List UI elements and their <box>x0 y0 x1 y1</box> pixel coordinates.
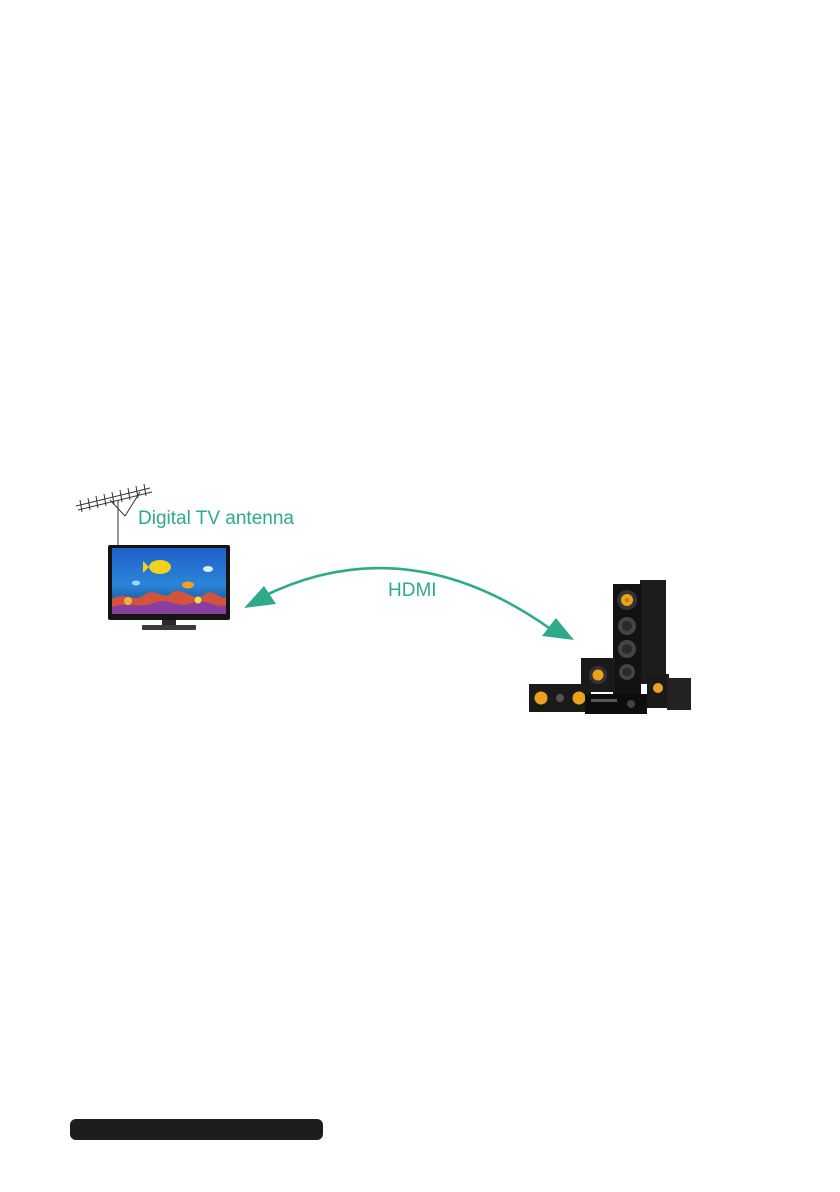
antenna-label: Digital TV antenna <box>138 508 294 530</box>
footer-bar <box>70 1119 323 1140</box>
home-theater-speakers-icon <box>527 578 693 714</box>
hdmi-label: HDMI <box>388 580 437 602</box>
television-icon <box>108 545 230 631</box>
